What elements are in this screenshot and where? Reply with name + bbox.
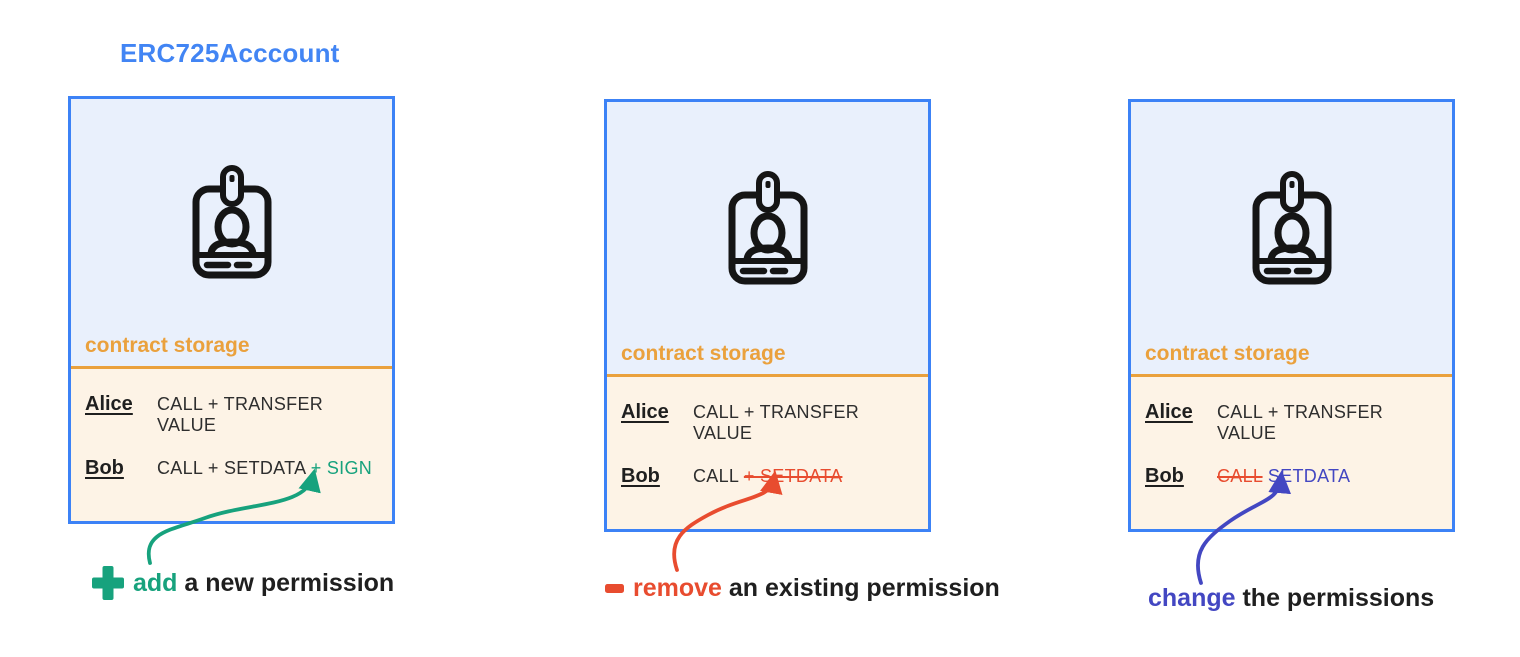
permission-segment-changed: SETDATA [1267,466,1351,486]
permission-row-alice: Alice CALL + TRANSFER VALUE [85,393,382,436]
storage-divider [71,365,392,369]
permissions-section: Alice CALL + TRANSFER VALUE Bob CALL + S… [71,369,392,521]
user-name-label: Bob [1145,465,1184,487]
permission-segment: CALL + SETDATA [157,458,311,478]
erc725-account-card-change: contract storage Alice CALL + TRANSFER V… [1128,99,1455,532]
erc725-account-card-add: contract storage Alice CALL + TRANSFER V… [68,96,395,524]
erc725-account-card-remove: contract storage Alice CALL + TRANSFER V… [604,99,931,532]
plus-icon [92,566,124,600]
card-top-section [1131,102,1452,342]
caption-rest: an existing permission [721,574,1000,602]
permission-segment-added: + SIGN [310,458,373,478]
user-name-label: Bob [85,457,124,479]
card-top-section [71,99,392,334]
permission-list: CALL + TRANSFER VALUE [693,402,918,444]
caption-keyword: change [1148,584,1236,612]
user-name-label: Bob [621,465,660,487]
permission-segment: CALL [693,466,744,486]
permission-list: CALL + SETDATA + SIGN [157,458,372,479]
user-name-label: Alice [1145,401,1193,423]
permission-segment: CALL + TRANSFER VALUE [693,402,865,443]
permission-list: CALL + TRANSFER VALUE [157,394,382,436]
contract-storage-label: contract storage [85,333,250,357]
minus-icon [605,584,624,593]
caption-text: add a new permission [133,569,394,598]
caption-text: remove an existing permission [633,574,1000,603]
permission-row-bob: Bob CALL + SETDATA [621,465,918,488]
caption-rest: the permissions [1235,584,1435,612]
id-badge-icon [192,165,271,279]
id-badge-icon [1252,170,1331,285]
caption-remove: remove an existing permission [605,574,1000,603]
permission-segment: CALL + TRANSFER VALUE [1217,402,1389,443]
caption-rest: a new permission [177,568,395,597]
card-top-section [607,102,928,342]
user-name-label: Alice [621,401,669,423]
permission-row-bob: Bob CALL SETDATA [1145,465,1442,488]
permission-row-alice: Alice CALL + TRANSFER VALUE [1145,401,1442,444]
caption-keyword: remove [633,574,722,602]
permission-list: CALL SETDATA [1217,466,1350,487]
permission-segment-removed: CALL [1217,466,1263,486]
storage-divider [1131,373,1452,377]
permission-row-alice: Alice CALL + TRANSFER VALUE [621,401,918,444]
permissions-section: Alice CALL + TRANSFER VALUE Bob CALL + S… [607,377,928,529]
storage-divider [607,373,928,377]
contract-storage-label: contract storage [621,341,786,365]
user-name-label: Alice [85,393,133,415]
caption-change: change the permissions [1148,584,1434,613]
page-title: ERC725Acccount [120,38,340,68]
permission-list: CALL + TRANSFER VALUE [1217,402,1442,444]
permissions-section: Alice CALL + TRANSFER VALUE Bob CALL SET… [1131,377,1452,529]
caption-keyword: add [133,568,178,597]
permission-segment-removed: + SETDATA [743,466,843,486]
permission-segment: CALL + TRANSFER VALUE [157,394,329,435]
permission-list: CALL + SETDATA [693,466,842,487]
caption-add: add a new permission [92,566,394,600]
id-badge-icon [728,170,807,285]
permission-row-bob: Bob CALL + SETDATA + SIGN [85,457,382,480]
caption-text: change the permissions [1148,584,1434,613]
contract-storage-label: contract storage [1145,341,1310,365]
